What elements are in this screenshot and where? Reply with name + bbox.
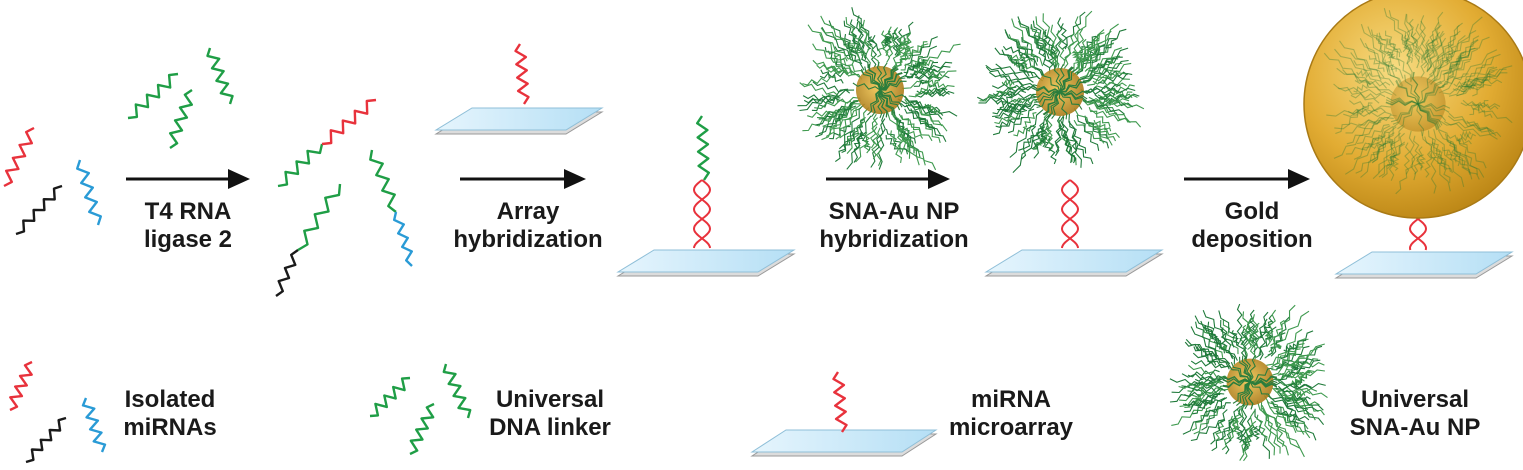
sna-au-np-free <box>797 7 961 171</box>
hybridized-duplex <box>1060 179 1080 249</box>
glass-slides <box>434 107 1514 457</box>
legend-linker-strand <box>409 402 435 456</box>
sna-au-np-bound <box>977 10 1145 173</box>
capture-probe-strand <box>514 43 530 105</box>
legend-mirna-blue <box>81 397 107 453</box>
arrow-nano-hybridization <box>826 169 950 189</box>
hybridized-duplex <box>692 179 712 249</box>
legend-mirna-red <box>9 360 33 412</box>
ligated-blue-segment <box>393 211 413 267</box>
arrow-gold-deposition <box>1184 169 1310 189</box>
microarray-slide <box>1334 251 1514 279</box>
sna-au-nanoparticles <box>797 0 1523 462</box>
legend-linker-strand <box>442 363 472 419</box>
mirna-strand-blue <box>76 159 102 226</box>
gold-coated-sna-au-np <box>1303 0 1523 219</box>
arrow-ligation <box>126 169 250 189</box>
legend-capture-probe <box>832 371 848 433</box>
microarray-slide <box>984 249 1164 277</box>
nucleic-acid-strands <box>3 43 1428 464</box>
legend-mirna-black <box>25 416 67 464</box>
legend-linker-strand <box>369 376 411 418</box>
ligated-black-segment <box>275 249 299 297</box>
legend-microarray-slide <box>750 429 938 457</box>
ligated-linker-segment <box>297 183 342 252</box>
ligated-linker-segment <box>277 143 324 188</box>
microarray-slide <box>616 249 796 277</box>
ligated-mirna-segment <box>321 98 377 146</box>
mirna-strand-black <box>15 184 63 236</box>
mirna-strand-red <box>3 126 35 188</box>
linker-strand <box>169 88 193 150</box>
linker-overhang <box>696 115 710 181</box>
linker-strand <box>127 72 179 120</box>
microarray-slide <box>434 107 604 135</box>
linker-strand <box>206 47 234 105</box>
arrow-array-hybridization <box>460 169 586 189</box>
ligated-linker-segment <box>369 149 397 213</box>
legend-sna-au-np <box>1169 303 1328 462</box>
